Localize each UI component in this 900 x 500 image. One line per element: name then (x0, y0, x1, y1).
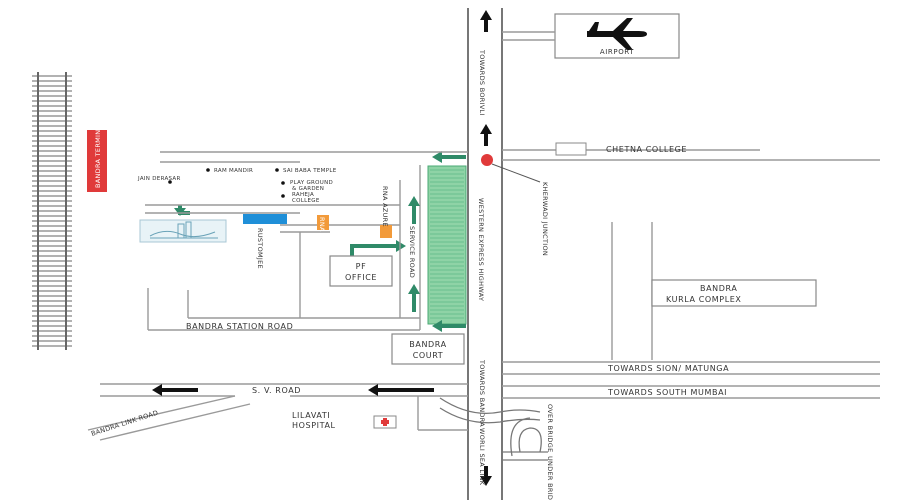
pf-office-box: PF OFFICE (329, 255, 393, 287)
building-logo-icon (149, 221, 218, 239)
sv-road: S. V. ROAD (100, 383, 468, 397)
over-bridge-label: OVER BRIDGE (546, 404, 554, 452)
bkc-label-line2: KURLA COMPLEX (666, 295, 742, 304)
north-arrow-top (480, 10, 492, 32)
garden-label: & GARDEN (292, 186, 324, 192)
western-express-highway (467, 8, 503, 500)
airport-label: AIRPORT (600, 48, 634, 56)
pf-label: PF (356, 262, 367, 271)
raheja-label: RAHEJA (292, 192, 314, 198)
railway-tracks (32, 72, 72, 350)
sv-road-label: S. V. ROAD (252, 386, 301, 395)
bandra-station-road-label: BANDRA STATION ROAD (186, 322, 293, 331)
bandra-terminus-badge: BANDRA TERMINUS (87, 120, 107, 192)
towards-borivli-label: TOWARDS BORIVLI (478, 49, 486, 116)
landmarks: RAM MANDIR SAI BABA TEMPLE JAIN DERASAR … (137, 168, 337, 204)
court-line1: BANDRA (409, 340, 446, 349)
college-label: COLLEGE (292, 198, 320, 204)
sea-link-interchange (439, 397, 548, 461)
south-arrow-bottom (480, 466, 492, 486)
rna-azure-label: RNA AZURE (381, 186, 389, 227)
towards-sion-matunga-label: TOWARDS SION/ MATUNGA (607, 364, 729, 373)
kherwadi-junction: KHERWADI JUNCTION (481, 154, 549, 256)
service-road-label: SERVICE ROAD (408, 226, 416, 278)
sai-baba-temple-label: SAI BABA TEMPLE (283, 168, 337, 174)
towards-bandra-label: TOWARDS BANDRA (478, 359, 486, 427)
service-road-block: SERVICE ROAD (408, 165, 467, 330)
green-arrows (174, 151, 466, 332)
ram-mandir-label: RAM MANDIR (214, 168, 253, 174)
east-roads: TOWARDS SION/ MATUNGA TOWARDS SOUTH MUMB… (502, 361, 880, 399)
rna-label: RNA (318, 217, 326, 232)
office-label: OFFICE (345, 273, 377, 282)
local-streets (145, 151, 468, 331)
rustomjee-block: RUSTOMJEE (243, 214, 287, 269)
destination-logo (139, 219, 227, 243)
rna-block: RNA (317, 215, 329, 232)
bandra-link-road: BANDRA LINK ROAD (87, 395, 251, 441)
north-arrow-mid (480, 124, 492, 146)
bandra-court-box: BANDRA COURT (391, 333, 465, 365)
hospital-label: HOSPITAL (292, 421, 336, 430)
rustomjee-label: RUSTOMJEE (256, 228, 264, 269)
western-express-highway-label: WESTERN EXPRESS HIGHWAY (477, 198, 485, 301)
under-bridge-label: UNDER BRIDGE (546, 456, 554, 500)
kherwadi-junction-label: KHERWADI JUNCTION (541, 182, 549, 256)
chetna-college-road: CHETNA COLLEGE (502, 142, 880, 161)
towards-south-mumbai-label: TOWARDS SOUTH MUMBAI (607, 388, 727, 397)
bkc-label-line1: BANDRA (700, 284, 737, 293)
bandra-terminus-label: BANDRA TERMINUS (94, 120, 102, 188)
red-cross-icon (381, 418, 389, 426)
worli-sea-link-label: WORLI SEA LINK (478, 428, 486, 486)
jain-derasar-label: JAIN DERASAR (137, 176, 181, 182)
chetna-college-label: CHETNA COLLEGE (606, 145, 687, 154)
red-dot-marker (481, 154, 493, 166)
airport-box: AIRPORT (502, 13, 680, 59)
airplane-icon (587, 18, 647, 50)
bkc-roads: BANDRA KURLA COMPLEX (611, 222, 817, 360)
court-line2: COURT (413, 351, 444, 360)
rna-azure-block: RNA AZURE (380, 186, 392, 238)
play-ground-label: PLAY GROUND (290, 180, 333, 186)
lilavati-label: LILAVATI (292, 411, 330, 420)
lilavati-hospital: LILAVATI HOSPITAL (292, 396, 468, 431)
